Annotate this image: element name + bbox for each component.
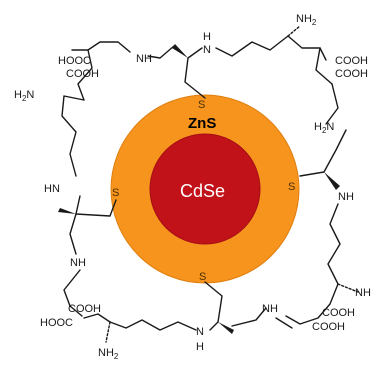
cooh-top-left: COOH bbox=[66, 68, 99, 80]
hooc-bottom-left: HOOC bbox=[40, 317, 73, 329]
n-bottom: N bbox=[196, 326, 204, 338]
cooh-right-lower-2: COOH bbox=[312, 321, 345, 333]
thiol-s-bottom: S bbox=[199, 271, 206, 283]
ligand-right bbox=[285, 83, 359, 325]
h-bottom: H bbox=[196, 341, 204, 353]
h-top: H bbox=[203, 31, 211, 43]
h2n-left: H2N bbox=[14, 89, 34, 103]
nh-right-lower: NH bbox=[355, 287, 371, 299]
hooc-top-left: HOOC bbox=[58, 55, 91, 67]
nh-right: NH bbox=[338, 191, 354, 203]
nh-bottom: NH bbox=[262, 303, 278, 315]
n-left: N bbox=[52, 183, 60, 195]
ligand-left bbox=[58, 95, 117, 317]
ligand-top bbox=[71, 25, 333, 101]
h-left: H bbox=[44, 183, 52, 195]
cooh-top-right-1: COOH bbox=[335, 55, 368, 67]
nh2-top-right: NH2 bbox=[296, 13, 317, 27]
n-top: N bbox=[203, 44, 211, 56]
nh-top-left: NH bbox=[136, 53, 152, 65]
cdse-core bbox=[149, 133, 261, 245]
zns-label: ZnS bbox=[188, 115, 216, 132]
thiol-s-top: S bbox=[198, 99, 205, 111]
cooh-top-right-2: COOH bbox=[335, 68, 368, 80]
thiol-s-left: S bbox=[112, 187, 119, 199]
cdse-label: CdSe bbox=[180, 181, 225, 201]
ligand-bottom bbox=[83, 281, 293, 343]
nh-left-lower: NH bbox=[70, 257, 86, 269]
cooh-right-lower-1: COOH bbox=[322, 307, 355, 319]
nh2-bottom-left: NH2 bbox=[98, 347, 119, 361]
h2n-right: H2N bbox=[314, 121, 334, 135]
cooh-bottom-left: COOH bbox=[68, 303, 101, 315]
thiol-s-right: S bbox=[288, 181, 295, 193]
